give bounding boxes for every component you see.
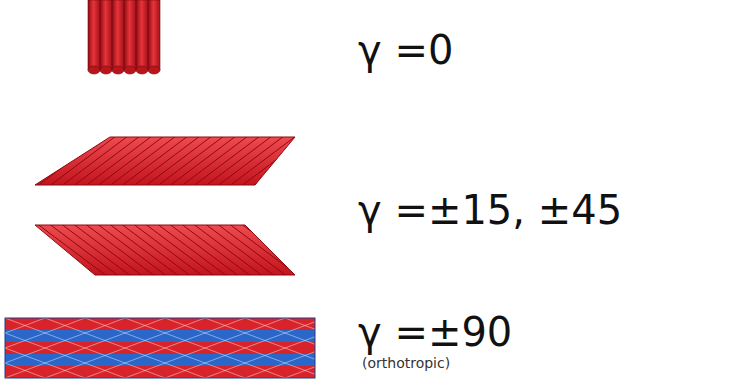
- angle-label: γ =0: [358, 30, 453, 70]
- unidirectional-fibers: [88, 0, 160, 74]
- angle-label: γ =±15, ±45: [358, 190, 622, 230]
- angle-label: γ =±90: [358, 312, 512, 352]
- note-label: (orthotropic): [362, 356, 450, 370]
- orthotropic-fibers: [0, 318, 605, 378]
- angled-fibers-plus: [0, 130, 448, 190]
